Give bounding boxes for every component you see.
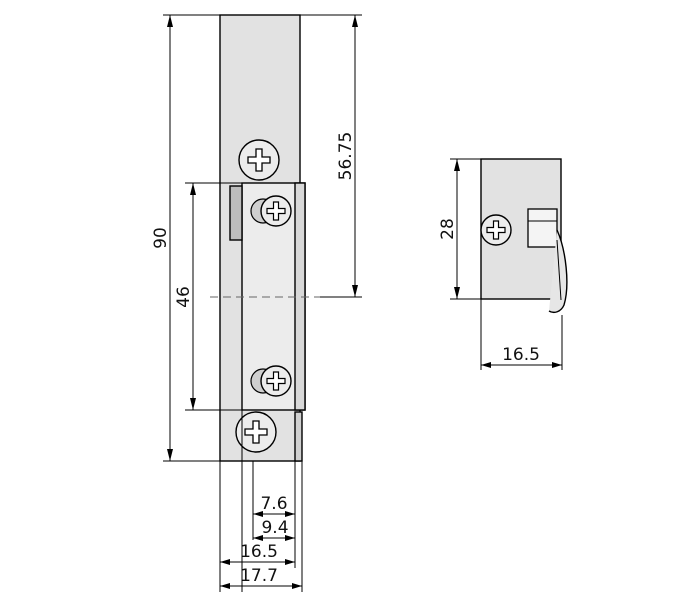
side-view bbox=[480, 158, 568, 314]
phillips-screw-icon bbox=[235, 411, 277, 453]
phillips-screw-icon bbox=[250, 195, 292, 227]
dim-label-56-75: 56.75 bbox=[336, 132, 356, 181]
dimension-16-5-front: 16.5 bbox=[220, 542, 295, 565]
dim-label-46: 46 bbox=[174, 286, 194, 308]
dimension-16-5-side: 16.5 bbox=[480, 299, 563, 370]
dim-label-28: 28 bbox=[438, 218, 458, 240]
phillips-screw-icon bbox=[238, 139, 280, 181]
dim-label-16-5-front: 16.5 bbox=[240, 542, 278, 562]
dimension-9-4: 9.4 bbox=[253, 518, 295, 541]
dim-label-90: 90 bbox=[151, 227, 171, 249]
dim-label-7-6: 7.6 bbox=[260, 494, 287, 514]
dim-label-9-4: 9.4 bbox=[261, 518, 288, 538]
side-slot bbox=[527, 208, 558, 248]
phillips-screw-icon bbox=[250, 365, 292, 397]
latch-tab bbox=[229, 185, 243, 241]
dim-label-17-7: 17.7 bbox=[240, 566, 278, 586]
faceplate-lip bbox=[294, 411, 303, 462]
phillips-screw-icon bbox=[480, 214, 512, 246]
dimension-46: 46 bbox=[174, 182, 242, 411]
dimension-90: 90 bbox=[151, 14, 220, 462]
dimension-7-6: 7.6 bbox=[253, 494, 295, 517]
dimension-17-7: 17.7 bbox=[220, 566, 302, 589]
side-latch bbox=[548, 229, 568, 314]
front-view bbox=[210, 14, 320, 462]
dimension-28: 28 bbox=[438, 158, 481, 300]
dim-label-16-5-side: 16.5 bbox=[502, 345, 540, 365]
dimension-56-75: 56.75 bbox=[300, 14, 362, 298]
